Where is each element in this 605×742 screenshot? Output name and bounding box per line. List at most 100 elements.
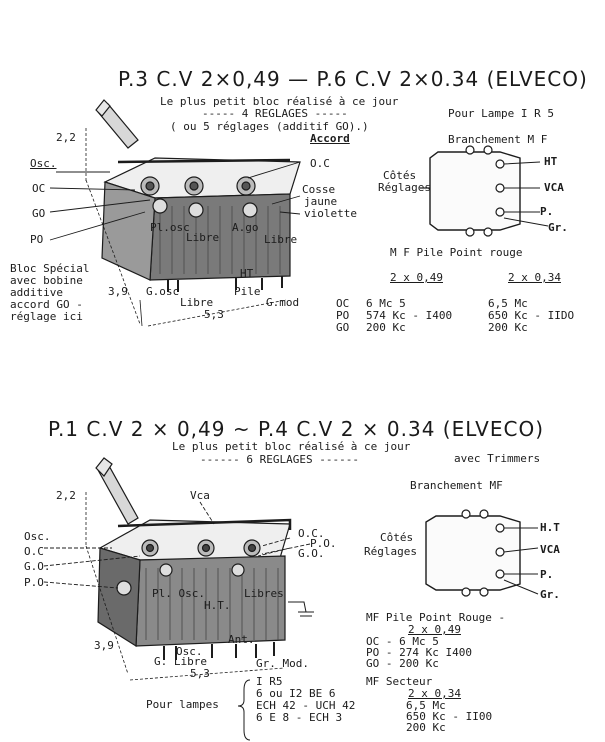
bottom-dim-width: 5,3 bbox=[190, 667, 210, 680]
side-note-line: additive bbox=[10, 286, 63, 299]
top-label-ht: HT bbox=[240, 267, 254, 280]
side-note-line: Bloc Spécial bbox=[10, 262, 90, 275]
bottom-trimmers: avec Trimmers bbox=[454, 452, 541, 465]
top-mf-cotes: Côtés bbox=[383, 169, 417, 182]
top-label-libre-2: Libre bbox=[264, 233, 298, 246]
top-mf-can-drawing bbox=[420, 145, 549, 237]
top-dim-width: 5,3 bbox=[204, 308, 224, 321]
top-label-libre-1: Libre bbox=[186, 231, 220, 244]
table-value: 200 Kc bbox=[488, 321, 528, 334]
bottom-lampe: ECH 42 - UCH 42 bbox=[256, 699, 356, 712]
top-mf-ht: HT bbox=[544, 155, 558, 168]
bottom-pile-row: OC - 6 Mc 5 bbox=[366, 635, 439, 648]
top-label-cosse-2: jaune bbox=[304, 195, 338, 208]
bottom-label-gr-mod: Gr. Mod. bbox=[256, 657, 309, 670]
top-label-go: GO bbox=[32, 207, 46, 220]
bottom-label-po-right: P.O. bbox=[310, 537, 337, 550]
top-heading: P.3 C.V 2×0,49 — P.6 C.V 2×0.34 (ELVECO) bbox=[118, 67, 588, 91]
top-branchement-mf: Branchement M F bbox=[448, 133, 548, 146]
bottom-secteur-col: 2 x 0,34 bbox=[408, 687, 461, 700]
bottom-settings-line: ------ 6 REGLAGES ------ bbox=[200, 453, 359, 466]
bottom-secteur-title: MF Secteur bbox=[366, 675, 433, 688]
bottom-mf-gr: Gr. bbox=[540, 588, 560, 601]
top-accord: Accord bbox=[310, 132, 350, 145]
top-label-g-mod: G.mod bbox=[266, 296, 300, 309]
bottom-heading: P.1 C.V 2 × 0,49 ~ P.4 C.V 2 × 0.34 (ELV… bbox=[48, 417, 544, 441]
top-pour-lampe: Pour Lampe I R 5 bbox=[448, 107, 554, 120]
top-mf-vca: VCA bbox=[544, 181, 564, 194]
bottom-mf-can-drawing bbox=[237, 509, 539, 741]
bottom-pile-col: 2 x 0,49 bbox=[408, 623, 461, 636]
top-table-title: M F Pile Point rouge bbox=[390, 246, 523, 259]
top-table-col2: 2 x 0,34 bbox=[508, 271, 561, 284]
side-note-line: avec bobine bbox=[10, 274, 83, 287]
top-label-pl-osc: Pl.osc bbox=[150, 221, 190, 234]
bottom-mf-reglages: Réglages bbox=[364, 545, 417, 558]
bottom-pile-row: PO - 274 Kc I400 bbox=[366, 646, 472, 659]
top-label-cosse-3: violette bbox=[304, 207, 357, 220]
top-dim-height: 2,2 bbox=[56, 131, 76, 144]
top-mf-gr: Gr. bbox=[548, 221, 568, 234]
bottom-label-go: G.O. bbox=[24, 560, 51, 573]
top-settings-note: ( ou 5 réglages (additif GO).) bbox=[170, 120, 369, 133]
bottom-pile-title: MF Pile Point Rouge - bbox=[366, 611, 506, 624]
bottom-label-vca: Vca bbox=[190, 489, 210, 502]
table-value: 650 Kc - IIDO bbox=[488, 309, 575, 322]
bottom-lampe: 6 E 8 - ECH 3 bbox=[256, 711, 343, 724]
bottom-subtitle: Le plus petit bloc réalisé à ce jour bbox=[172, 440, 411, 453]
bottom-mf-cotes: Côtés bbox=[380, 531, 414, 544]
table-band: GO bbox=[336, 321, 350, 334]
bottom-label-po: P.O. bbox=[24, 576, 51, 589]
bottom-mf-ht: H.T bbox=[540, 521, 560, 534]
bottom-mf-p: P. bbox=[540, 568, 554, 581]
bottom-label-osc: Osc. bbox=[24, 530, 51, 543]
table-band: PO bbox=[336, 309, 350, 322]
bottom-lampe: I R5 bbox=[256, 675, 283, 688]
top-table-col1: 2 x 0,49 bbox=[390, 271, 443, 284]
bottom-branchement-mf: Branchement MF bbox=[410, 479, 503, 492]
bottom-label-ht: H.T. bbox=[204, 599, 231, 612]
bottom-label-osc-bottom: Osc. bbox=[176, 645, 203, 658]
top-mf-reglages: Réglages bbox=[378, 181, 431, 194]
top-label-cosse-1: Cosse bbox=[302, 183, 336, 196]
side-note-line: accord GO - bbox=[10, 298, 83, 311]
bottom-dim-depth: 3,9 bbox=[94, 639, 114, 652]
bottom-label-oc: O.C bbox=[24, 545, 44, 558]
top-coil-block-drawing bbox=[49, 99, 301, 327]
top-label-osc: Osc. bbox=[30, 157, 57, 170]
table-value: 6,5 Mc bbox=[488, 297, 528, 310]
top-label-po: PO bbox=[30, 233, 44, 246]
top-label-pile: Pile bbox=[234, 285, 261, 298]
top-label-libre-3: Libre bbox=[180, 296, 214, 309]
bottom-mf-vca: VCA bbox=[540, 543, 560, 556]
top-label-g-osc: G.osc bbox=[146, 285, 180, 298]
top-subtitle: Le plus petit bloc réalisé à ce jour bbox=[160, 95, 399, 108]
top-mf-p: P. bbox=[540, 205, 554, 218]
bottom-secteur-row: 6,5 Mc bbox=[406, 699, 446, 712]
bottom-pile-row: GO - 200 Kc bbox=[366, 657, 439, 670]
table-band: OC bbox=[336, 297, 350, 310]
bottom-dim-height: 2,2 bbox=[56, 489, 76, 502]
top-dim-depth: 3,9 bbox=[108, 285, 128, 298]
bottom-label-ant: Ant. bbox=[228, 633, 255, 646]
top-label-oc-right: O.C bbox=[310, 157, 330, 170]
table-value: 6 Mc 5 bbox=[366, 297, 406, 310]
top-label-oc: OC bbox=[32, 182, 46, 195]
bottom-label-g-libre: G. Libre bbox=[154, 655, 207, 668]
bottom-secteur-row: 200 Kc bbox=[406, 721, 446, 734]
table-value: 574 Kc - I400 bbox=[366, 309, 453, 322]
bottom-pour-lampes: Pour lampes bbox=[146, 698, 219, 711]
bottom-label-go-right: G.O. bbox=[298, 547, 325, 560]
bottom-label-oc-right: O.C. bbox=[298, 527, 325, 540]
top-label-a-go: A.go bbox=[232, 221, 259, 234]
bottom-secteur-row: 650 Kc - II00 bbox=[406, 710, 493, 723]
bottom-label-pl-osc: Pl. Osc. bbox=[152, 587, 205, 600]
bottom-coil-block-drawing bbox=[43, 457, 314, 681]
side-note-line: réglage ici bbox=[10, 310, 83, 323]
bottom-label-libres: Libres bbox=[244, 587, 284, 600]
bottom-lampe: 6 ou I2 BE 6 bbox=[256, 687, 336, 700]
table-value: 200 Kc bbox=[366, 321, 406, 334]
top-settings-line: ----- 4 REGLAGES ----- bbox=[202, 107, 348, 120]
